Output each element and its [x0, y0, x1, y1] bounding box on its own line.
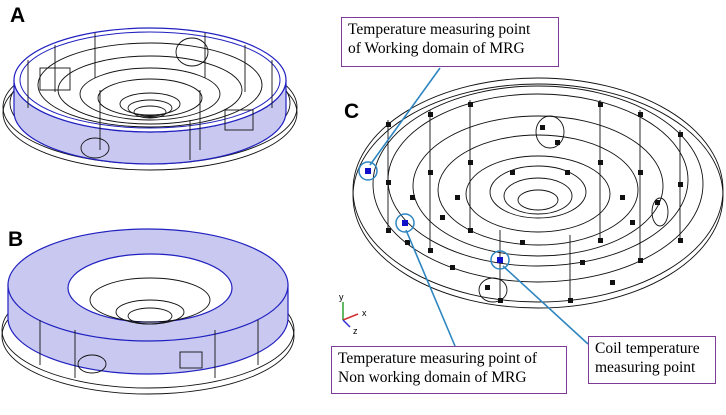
- axis-z-label: z: [353, 326, 358, 336]
- axis-x-label: x: [362, 308, 367, 318]
- non-working-domain-marker: [402, 220, 408, 226]
- panel-c-measure-markers: [358, 161, 510, 270]
- panel-c-mesh-points: [386, 102, 683, 303]
- callout-coil: Coil temperature measuring point: [588, 336, 716, 384]
- callout-non-working-domain-line1: Temperature measuring point of: [338, 350, 538, 367]
- axis-x-line: [342, 313, 359, 321]
- callout-non-working-domain: Temperature measuring point of Non worki…: [331, 346, 567, 394]
- callout-coil-line2: measuring point: [595, 359, 696, 376]
- callout-working-domain-line2: of Working domain of MRG: [348, 40, 525, 57]
- axis-z-line: [342, 319, 351, 328]
- axis-triad: y x z: [339, 292, 367, 336]
- coil-marker-ring: [490, 250, 510, 270]
- leader-working-domain: [369, 67, 441, 166]
- leader-lines: [369, 67, 589, 347]
- callout-non-working-domain-line2: Non working domain of MRG: [338, 369, 527, 386]
- coil-marker: [497, 257, 503, 263]
- working-domain-marker-ring: [358, 161, 378, 181]
- callout-working-domain: Temperature measuring point of Working d…: [341, 17, 559, 67]
- callout-working-domain-line1: Temperature measuring point: [348, 21, 531, 38]
- panel-b-model: [1, 228, 295, 395]
- panel-label-a: A: [10, 4, 26, 27]
- leader-coil: [502, 265, 589, 345]
- panel-label-b: B: [8, 228, 24, 251]
- callout-coil-line1: Coil temperature: [595, 340, 700, 357]
- panel-a-model: [2, 27, 298, 171]
- panel-label-c: C: [344, 100, 360, 123]
- working-domain-marker: [365, 168, 371, 174]
- non-working-domain-marker-ring: [395, 213, 415, 233]
- leader-non-working-domain: [405, 229, 456, 347]
- axis-y-label: y: [339, 292, 344, 302]
